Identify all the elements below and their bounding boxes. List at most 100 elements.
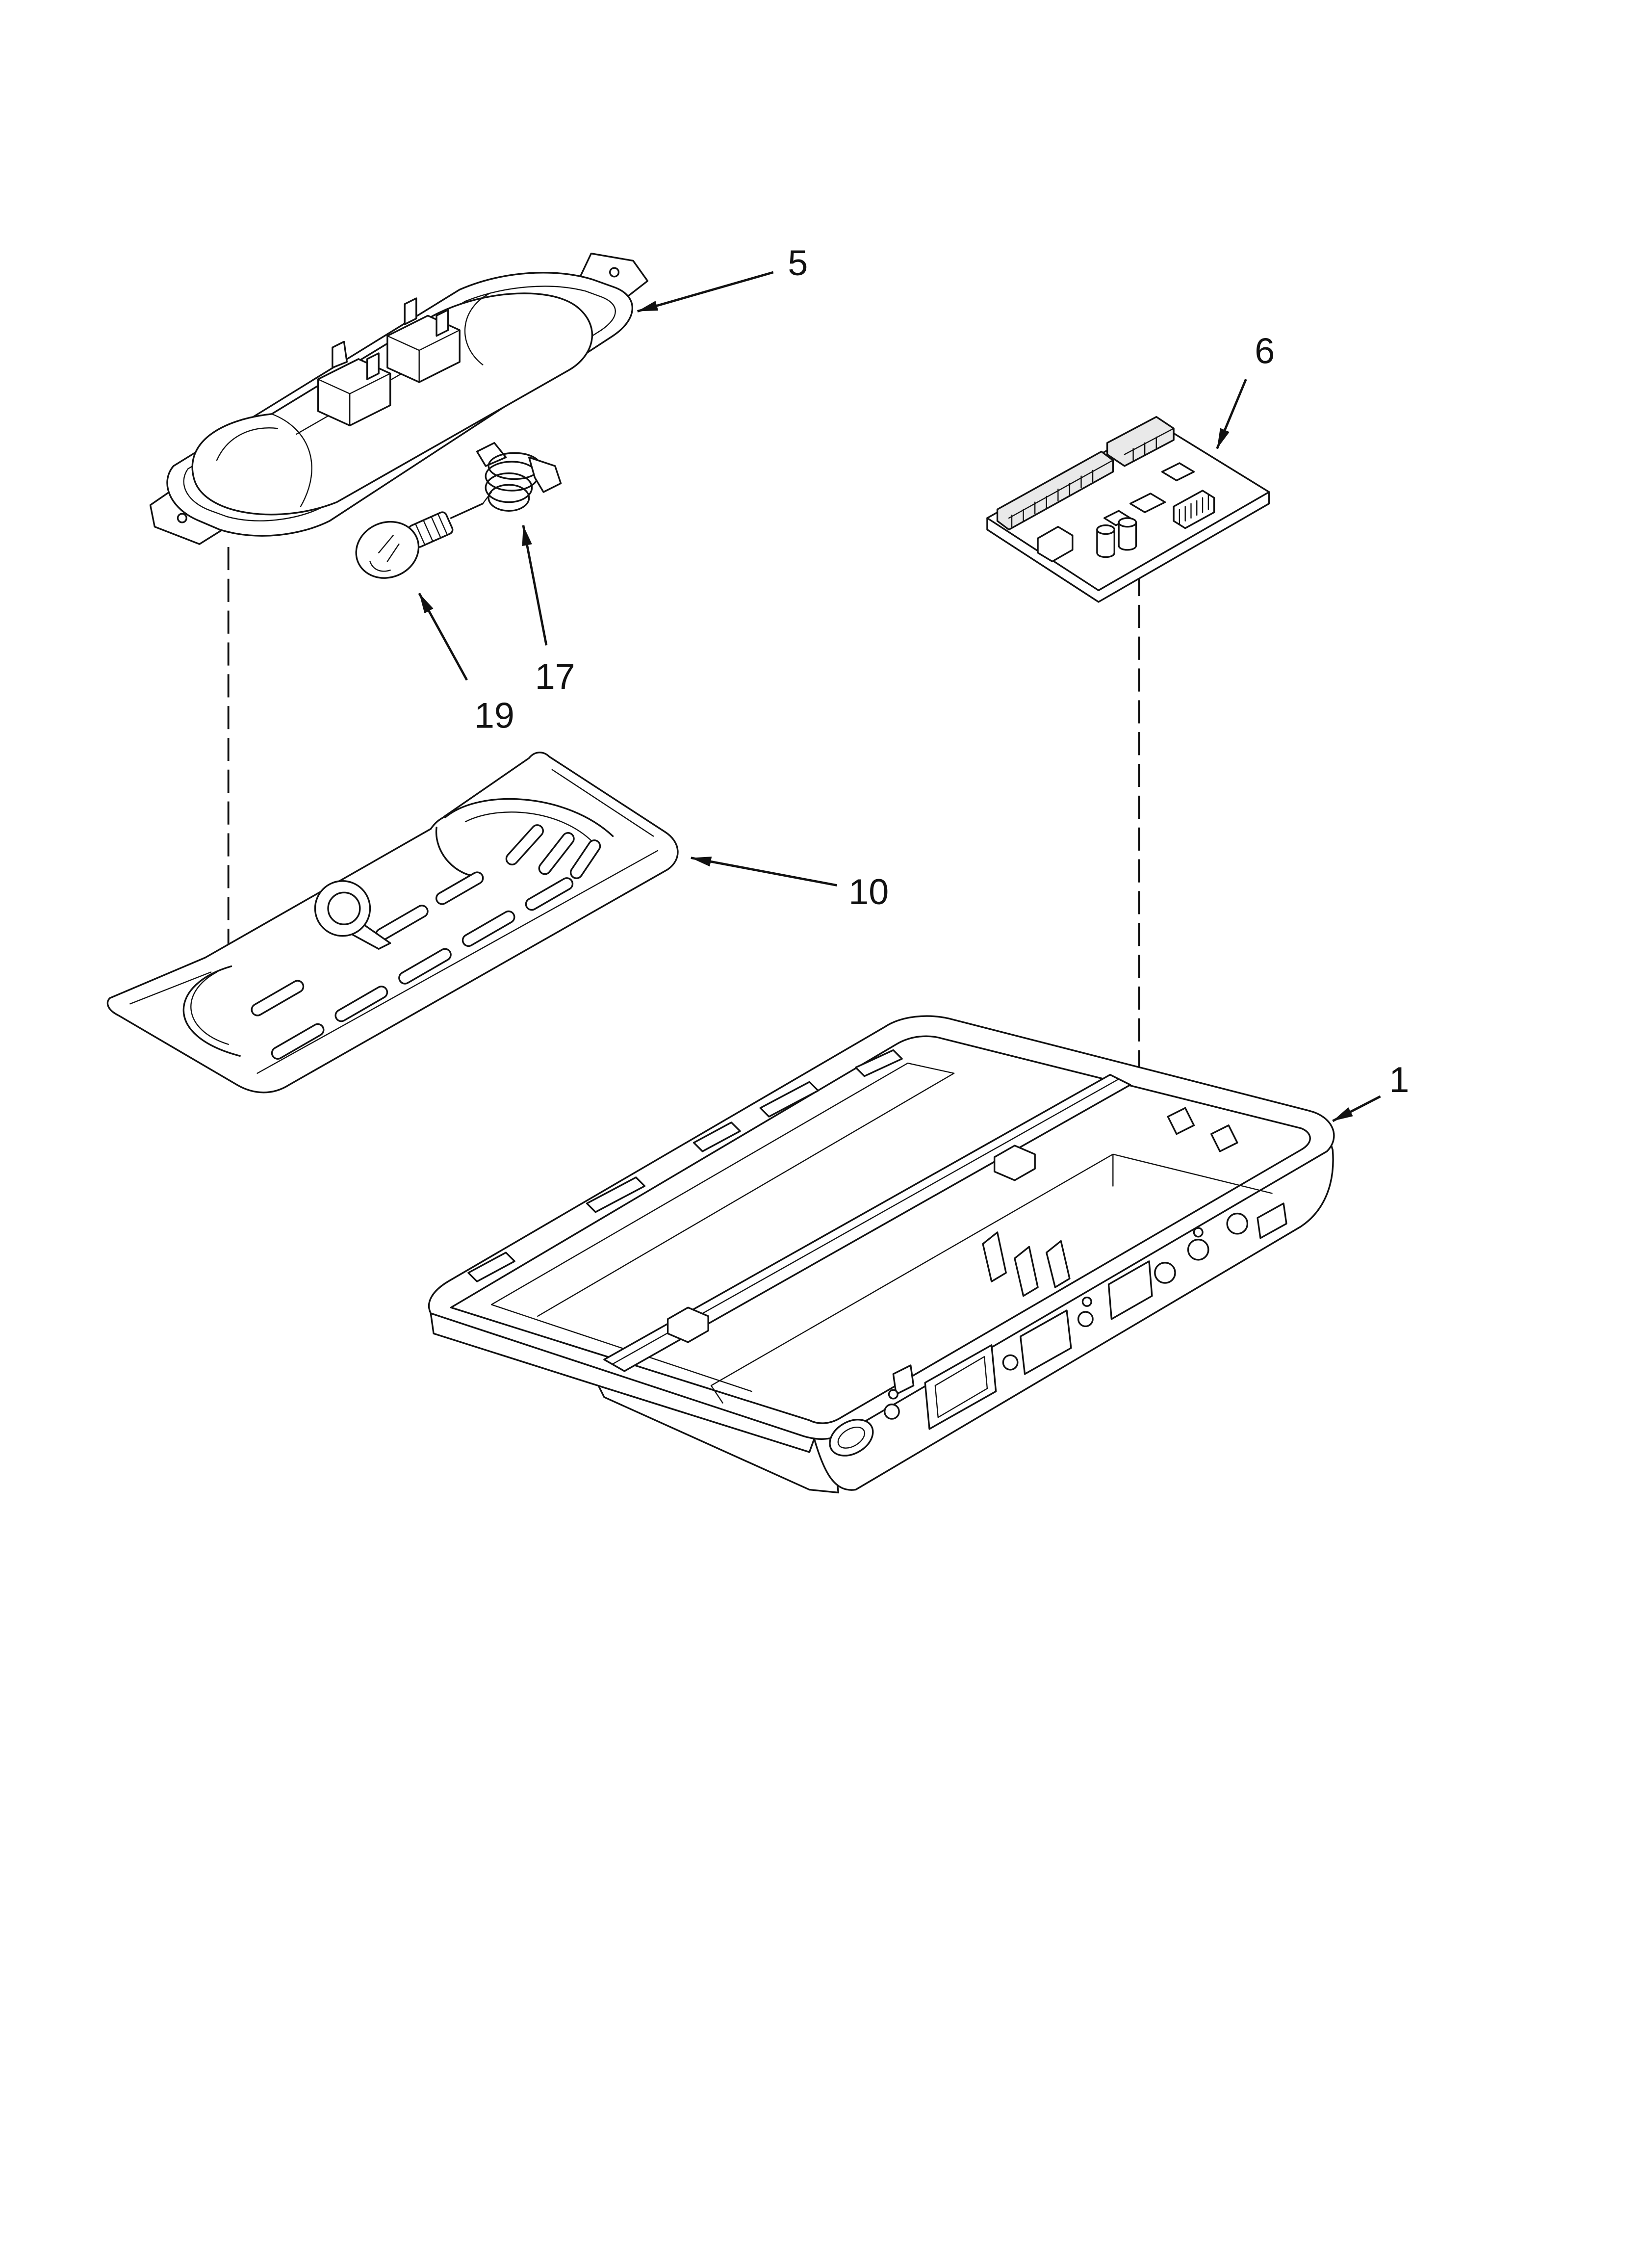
callout-17-leader xyxy=(522,525,548,646)
part-1-clip xyxy=(1210,1124,1238,1152)
part-5-socket-clip-right-prong xyxy=(404,297,417,325)
part-1-led-hole xyxy=(1002,1354,1019,1371)
callout-10-leader xyxy=(691,857,837,886)
part-1-rim-slot xyxy=(586,1176,646,1213)
part-10-slot xyxy=(334,986,388,1022)
part-1-clip xyxy=(1014,1246,1039,1297)
part-5-dome-left-end xyxy=(271,413,312,507)
part-6-header-long-pins xyxy=(1008,459,1114,527)
part-10-right-bowl-inner xyxy=(464,811,593,843)
part-10-bowl-slot xyxy=(538,832,575,875)
part-19-drawing xyxy=(355,502,484,579)
part-10-right-bowl xyxy=(444,798,614,837)
part-1-connector-port xyxy=(1257,1202,1287,1239)
part-1-inner-frame xyxy=(490,1062,955,1392)
part-6-header-top xyxy=(1106,416,1175,467)
part-5-left-tab-hole xyxy=(177,513,187,523)
part-17-drawing xyxy=(476,442,562,512)
part-1-clip xyxy=(892,1364,915,1395)
part-1-divider-rail xyxy=(603,1073,1131,1372)
part-1-led-hole xyxy=(1193,1227,1204,1238)
part-1-led-hole xyxy=(1081,1296,1092,1307)
part-1-clip xyxy=(1046,1240,1071,1288)
part-1-rim-slot xyxy=(693,1121,741,1152)
part-6-drawing xyxy=(986,416,1270,603)
part-10-slot xyxy=(398,948,452,985)
part-1-display-window-2 xyxy=(1020,1309,1072,1375)
part-17-coil-1 xyxy=(487,484,530,512)
part-1-led-hole xyxy=(888,1389,898,1400)
callout-19-leader xyxy=(418,593,468,681)
part-1-button-hole xyxy=(1226,1212,1249,1235)
part-5-flange-inner-edge xyxy=(183,286,616,521)
part-17-lead xyxy=(482,491,492,504)
part-5-socket-clip-right-edges xyxy=(386,329,461,383)
part-1-rim-slot xyxy=(467,1251,515,1282)
part-6-capacitor-1 xyxy=(1096,528,1115,558)
part-10-slot xyxy=(251,980,305,1017)
part-17-clip xyxy=(528,456,562,493)
part-10-left-scoop xyxy=(182,965,241,1057)
part-5-socket-clip-left-prong xyxy=(332,340,348,369)
part-19-globe xyxy=(355,521,420,579)
part-6-capacitor-1-top xyxy=(1096,524,1115,535)
part-1-clip xyxy=(982,1231,1007,1282)
part-6-connector-small xyxy=(1037,525,1074,563)
part-1-display-window xyxy=(924,1344,997,1430)
part-19-base-ribs xyxy=(414,513,448,546)
part-6-chip-1 xyxy=(1161,462,1195,482)
callout-1-label: 1 xyxy=(1389,1059,1409,1100)
part-5-drawing xyxy=(149,252,649,545)
part-5-socket-clip-right-prong-2 xyxy=(436,309,449,337)
part-10-inner-rim xyxy=(129,769,659,1074)
part-1-led-hole xyxy=(1077,1311,1094,1328)
callout-1-leader xyxy=(1332,1095,1381,1122)
part-10-drawing xyxy=(106,752,679,1094)
part-5-socket-clip-left-edges xyxy=(317,373,391,426)
callout-17-label: 17 xyxy=(535,656,575,697)
part-6-pin-grid-lines xyxy=(1179,494,1209,524)
part-5-right-tab-hole xyxy=(609,267,620,278)
part-5-dome xyxy=(191,292,593,516)
part-19-wire xyxy=(450,502,484,519)
part-1-led-hole xyxy=(883,1403,900,1420)
callout-10-label: 10 xyxy=(848,871,889,912)
part-10-bowl-slot xyxy=(569,839,601,879)
part-6-header-top-pins xyxy=(1124,428,1175,461)
part-6-pin-grid xyxy=(1173,490,1215,529)
callout-5-label: 5 xyxy=(788,242,808,283)
part-1-right-panel xyxy=(710,1153,1273,1404)
part-1-rail-tab-2 xyxy=(993,1145,1036,1181)
part-1-button-hole xyxy=(1154,1262,1176,1284)
part-17-coil-2 xyxy=(485,472,533,503)
part-10-slot xyxy=(462,910,515,947)
callout-6-leader xyxy=(1216,379,1247,449)
part-6-chip-2 xyxy=(1129,493,1166,513)
part-5-dome-left-highlight xyxy=(216,427,279,461)
part-6-capacitor-2 xyxy=(1118,521,1137,551)
part-17-tab xyxy=(476,442,507,467)
part-10-ring-inner xyxy=(327,891,361,925)
part-5-socket-clip-left-prong-2 xyxy=(366,352,380,380)
part-10-slot xyxy=(435,871,484,905)
part-5-dome-right-end xyxy=(464,293,489,365)
part-1-knob-opening-inner xyxy=(837,1426,866,1449)
callout-6-label: 6 xyxy=(1255,331,1275,371)
part-6-header-long xyxy=(996,450,1114,531)
part-10-slot xyxy=(271,1023,325,1060)
part-1-drawing xyxy=(428,1015,1335,1494)
part-1-button-hole xyxy=(1187,1238,1209,1261)
part-1-clip xyxy=(1167,1107,1195,1135)
part-10-bowl-slot xyxy=(505,824,544,866)
part-1-rim-slot xyxy=(855,1049,903,1077)
part-10-left-scoop-inner xyxy=(190,971,229,1045)
part-1-rail-tab-1 xyxy=(667,1306,709,1343)
callout-5-leader xyxy=(637,271,774,313)
part-1-display-window-3 xyxy=(1107,1260,1153,1320)
part-19-filament xyxy=(369,535,400,572)
part-10-slot xyxy=(525,877,574,911)
part-6-capacitor-2-top xyxy=(1118,517,1137,528)
part-1-rim-slot xyxy=(759,1081,819,1118)
callout-19-label: 19 xyxy=(474,695,514,735)
